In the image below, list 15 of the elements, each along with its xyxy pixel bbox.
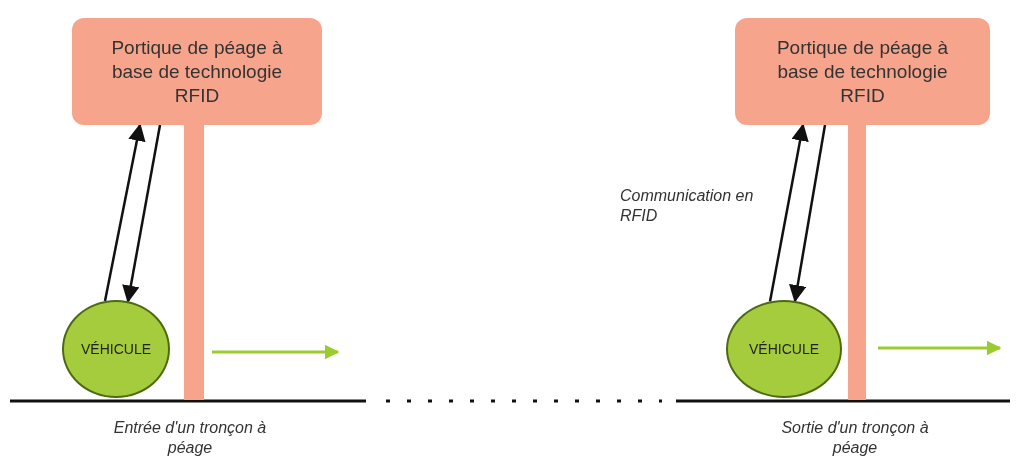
gantry-label: Portique de péage à base de technologie RFID <box>775 35 950 108</box>
arrow <box>122 124 162 303</box>
vehicle-label: VÉHICULE <box>749 341 819 357</box>
gantry-post <box>848 125 866 400</box>
gantry-box <box>72 18 322 125</box>
arrow <box>103 123 146 302</box>
arrow <box>789 124 827 303</box>
vehicle-label: VÉHICULE <box>81 341 151 357</box>
note-text: Communication en RFID <box>620 186 755 226</box>
gantry-box <box>735 18 990 125</box>
note-text: Entrée d'un tronçon à péage <box>112 418 268 458</box>
gantry-label: Portique de péage à base de technologie RFID <box>110 35 284 108</box>
note-text: Sortie d'un tronçon à péage <box>780 418 930 458</box>
arrow <box>768 123 809 302</box>
gantry-post <box>184 125 204 400</box>
